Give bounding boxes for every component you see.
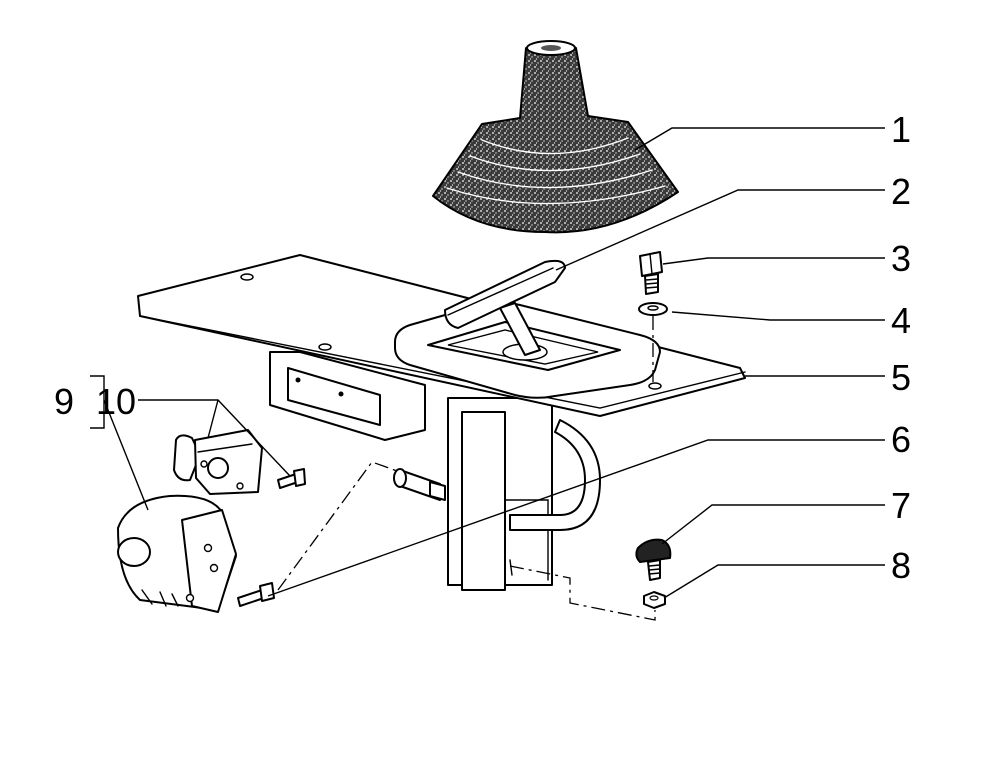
screw-6 xyxy=(237,582,275,607)
leader-lines xyxy=(90,127,885,599)
pin-6 xyxy=(393,468,446,501)
rubber-stop-7 xyxy=(635,538,672,581)
callout-5: 5 xyxy=(891,357,911,398)
callout-8: 8 xyxy=(891,545,911,586)
axis-line-stop xyxy=(509,565,656,621)
support-column xyxy=(447,397,553,591)
callout-10: 10 xyxy=(96,381,136,422)
callout-9: 9 xyxy=(54,381,74,422)
shift-lever xyxy=(444,259,566,356)
callout-4: 4 xyxy=(891,300,911,341)
switch-assembly-9 xyxy=(117,494,237,613)
nut-8 xyxy=(643,591,666,609)
guide-rod xyxy=(509,419,601,531)
callout-1: 1 xyxy=(891,109,911,150)
callout-2: 2 xyxy=(891,171,911,212)
washer-4 xyxy=(638,302,668,316)
gear-lever-boot xyxy=(432,40,679,234)
screw-10 xyxy=(277,468,306,489)
callout-7: 7 xyxy=(891,485,911,526)
switch-10 xyxy=(173,429,263,495)
callout-labels: 1 2 3 4 5 6 7 8 9 10 xyxy=(54,109,911,586)
callout-3: 3 xyxy=(891,238,911,279)
bolt-3 xyxy=(639,251,663,295)
callout-6: 6 xyxy=(891,419,911,460)
rear-bracket xyxy=(269,351,426,441)
